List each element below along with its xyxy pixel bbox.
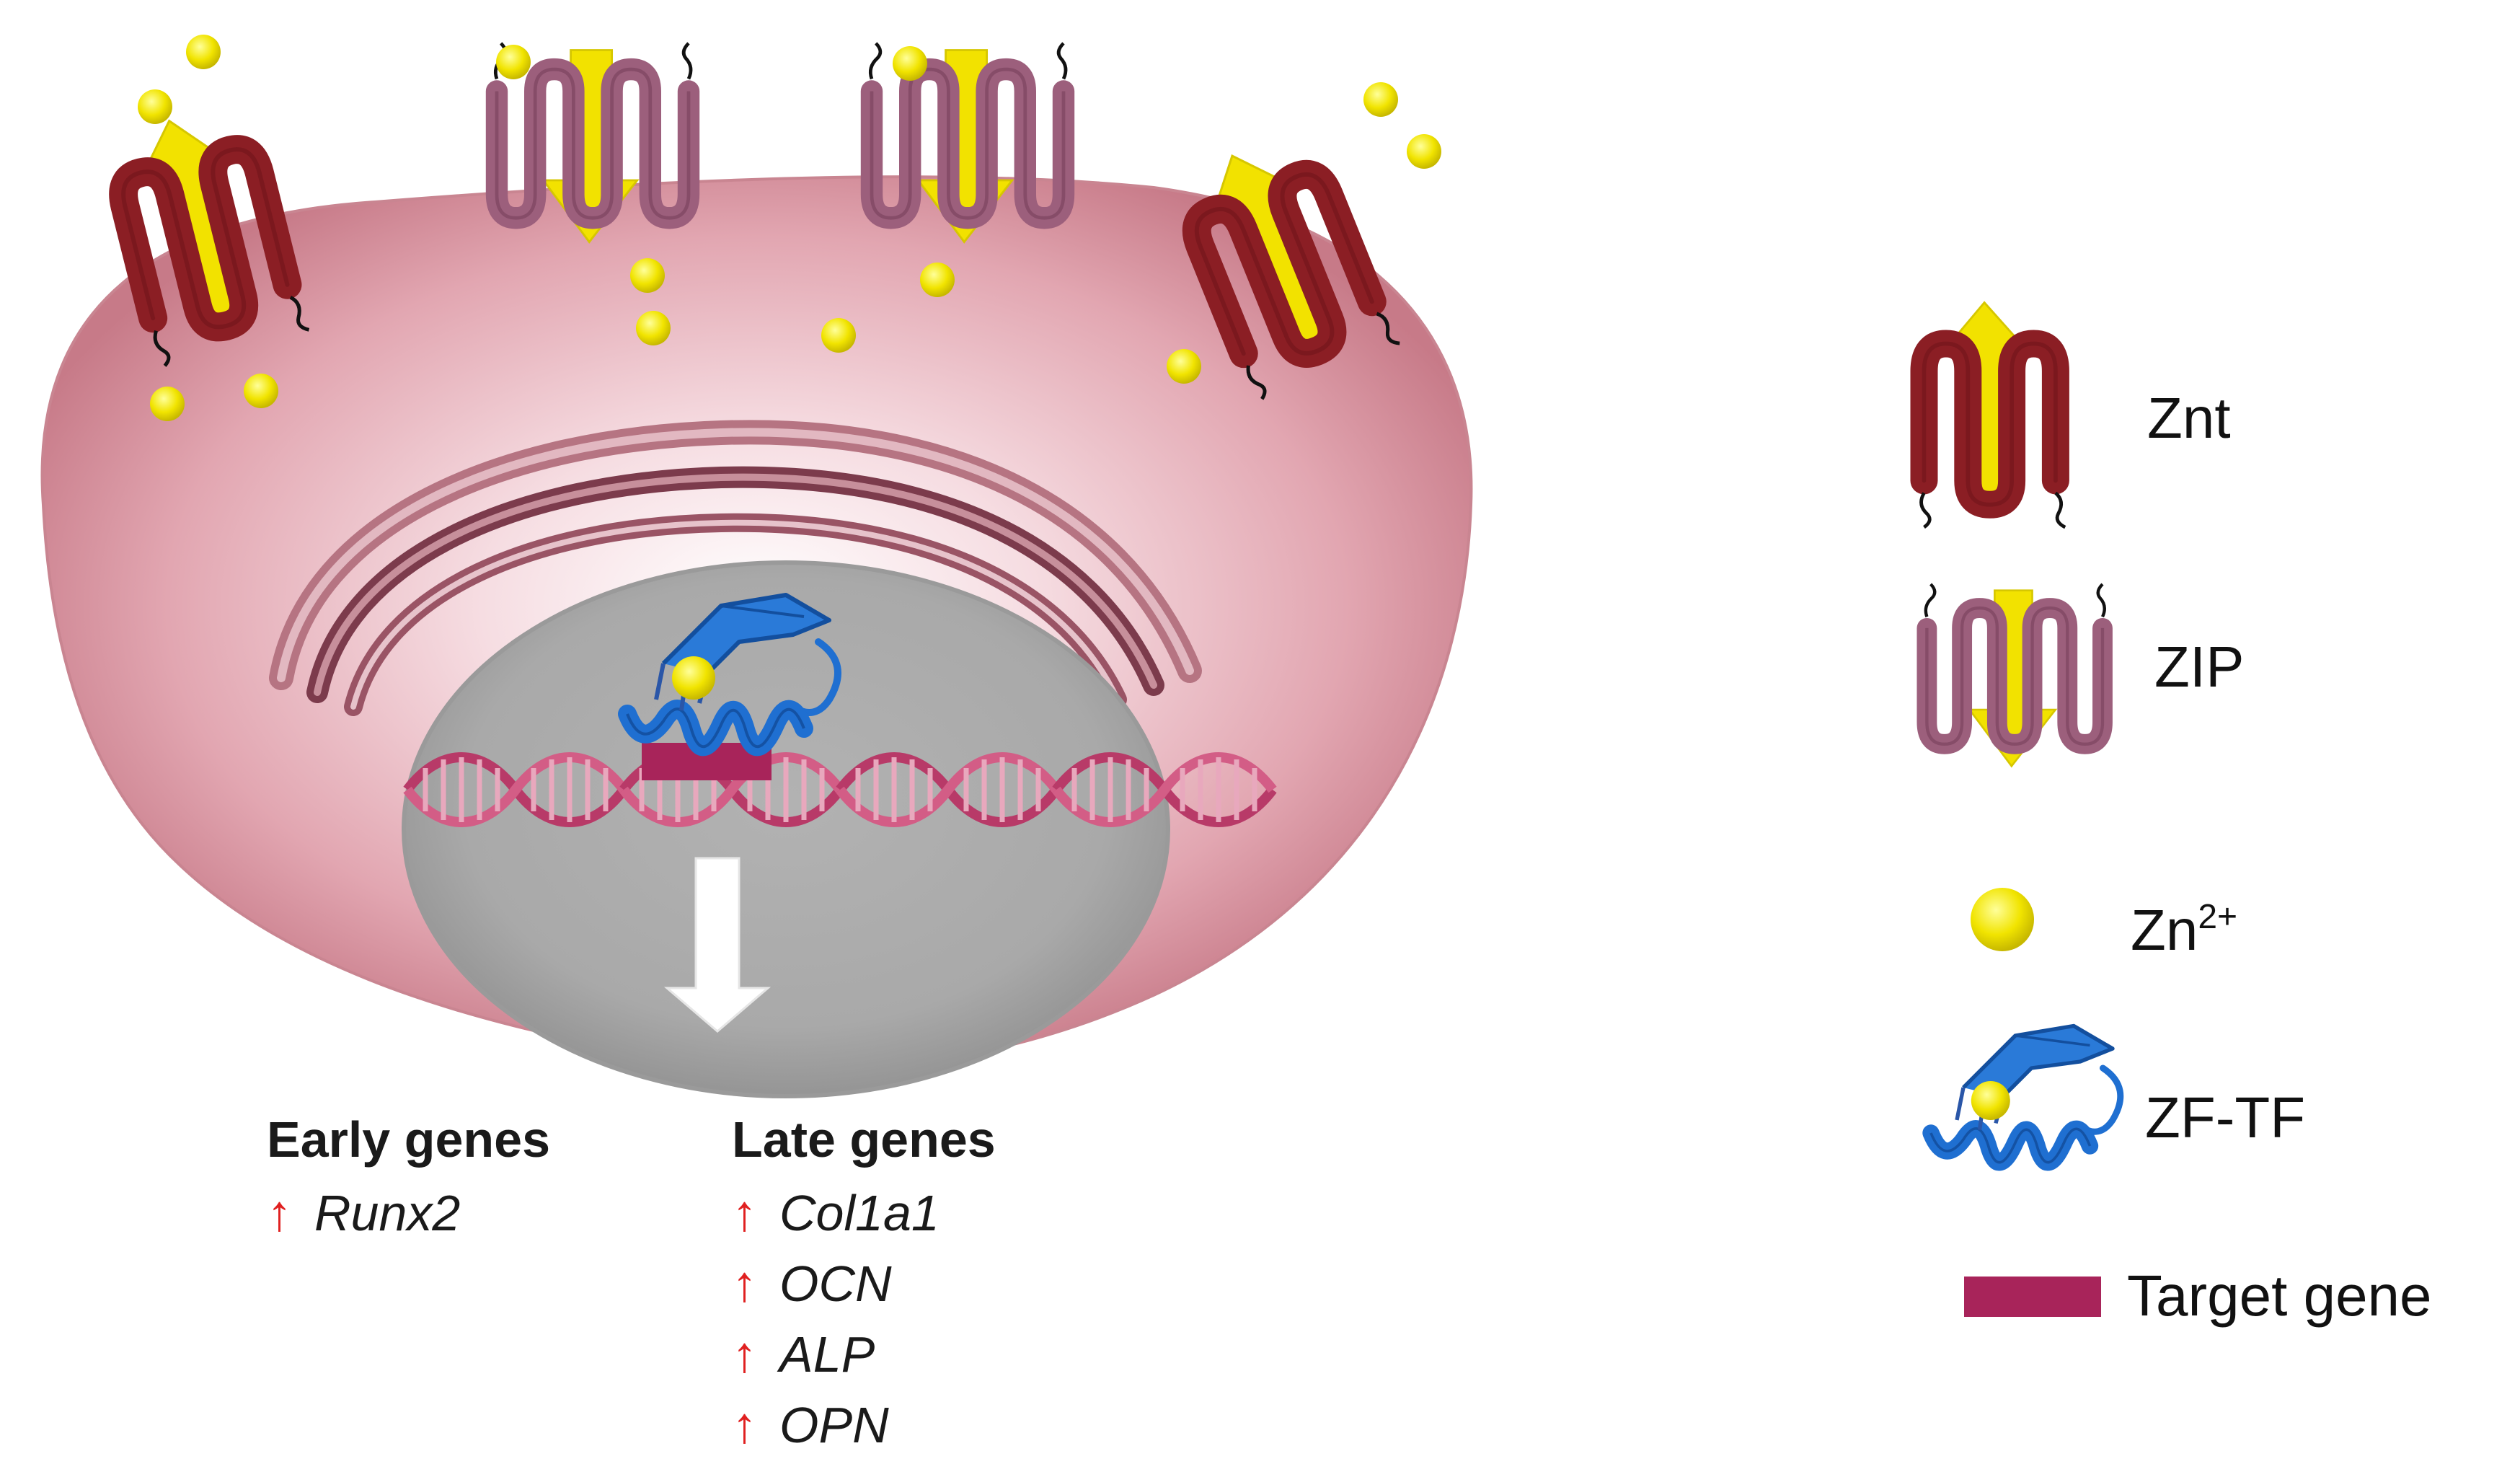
early-genes-block: Early genes ↑ Runx2	[267, 1114, 550, 1248]
legend-label-target-gene: Target gene	[2127, 1264, 2432, 1328]
legend-zinc-icon	[1971, 888, 2034, 951]
zinc-ions	[138, 35, 1441, 421]
early-genes-title: Early genes	[267, 1111, 550, 1168]
nucleus	[402, 560, 1170, 1098]
up-arrow-icon: ↑	[732, 1185, 757, 1241]
gene-name: OPN	[779, 1397, 889, 1453]
legend-label-zip: ZIP	[2154, 635, 2245, 699]
legend-zip-icon	[1926, 584, 2105, 766]
legend-zftf-icon	[1931, 1026, 2121, 1163]
up-arrow-icon: ↑	[732, 1326, 757, 1383]
gene-name: ALP	[779, 1326, 875, 1383]
legend-label-znt: Znt	[2147, 386, 2231, 450]
gene-name: OCN	[779, 1256, 892, 1312]
zinc-symbol: Zn	[2131, 898, 2198, 962]
up-arrow-icon: ↑	[267, 1185, 292, 1241]
gene-name: Col1a1	[779, 1185, 940, 1241]
legend-znt-icon	[1922, 303, 2066, 528]
zinc-charge: 2+	[2198, 898, 2238, 936]
gene-item: ↑ ALP	[732, 1319, 996, 1390]
late-genes-title: Late genes	[732, 1111, 996, 1168]
gene-name: Runx2	[314, 1185, 461, 1241]
legend-label-zftf: ZF-TF	[2145, 1085, 2306, 1150]
legend-target-gene-icon	[1964, 1277, 2101, 1317]
gene-item: ↑ Runx2	[267, 1178, 550, 1248]
transcription-arrow	[663, 857, 772, 1033]
up-arrow-icon: ↑	[732, 1397, 757, 1453]
late-genes-block: Late genes ↑ Col1a1 ↑ OCN ↑ ALP ↑ OPN	[732, 1114, 996, 1460]
up-arrow-icon: ↑	[732, 1256, 757, 1312]
gene-item: ↑ OPN	[732, 1390, 996, 1460]
legend-label-zinc: Zn2+	[2131, 900, 2237, 959]
gene-item: ↑ Col1a1	[732, 1178, 996, 1248]
gene-item: ↑ OCN	[732, 1248, 996, 1319]
endoplasmic-reticulum	[269, 420, 1202, 716]
